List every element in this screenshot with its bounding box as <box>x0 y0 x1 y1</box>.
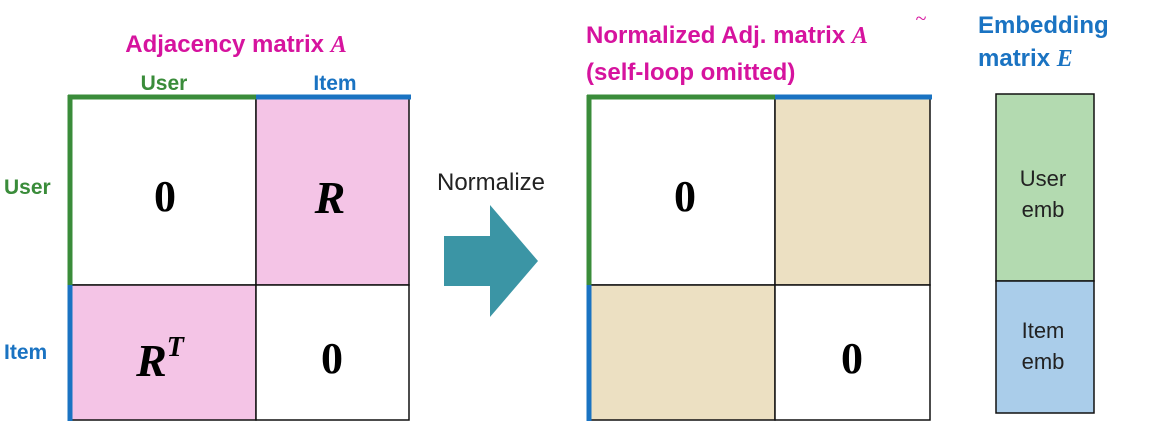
cell-uu-value: 0 <box>154 172 176 221</box>
cell-user-user <box>69 96 257 286</box>
user-emb-label-line2: emb <box>1022 197 1065 222</box>
cell-iu-value: RT <box>135 332 186 386</box>
cell-item-user <box>69 284 257 421</box>
norm-cell-item-user <box>588 284 776 421</box>
row-label-item: Item <box>4 341 47 364</box>
item-emb-label-line2: emb <box>1022 349 1065 374</box>
normalized-title-tilde: ~ <box>916 8 927 30</box>
column-label-user: User <box>141 72 188 95</box>
cell-ii-value: 0 <box>321 334 343 383</box>
right-arrow-icon <box>444 205 538 317</box>
normalized-matrix-title: Normalized Adj. matrix A <box>586 22 868 49</box>
norm-cell-user-item <box>774 96 931 286</box>
item-emb-label-line1: Item <box>1022 318 1065 343</box>
adjacency-matrix-group: Adjacency matrix A User Item User Item 0… <box>4 31 411 421</box>
norm-cell-uu-value: 0 <box>674 172 696 221</box>
adjacency-matrix-title: Adjacency matrix A <box>125 31 346 58</box>
user-embedding-block <box>995 93 1095 282</box>
normalized-matrix-group: Normalized Adj. matrix A ~ (self-loop om… <box>586 8 932 421</box>
cell-item-item <box>255 284 410 421</box>
item-embedding-block <box>995 280 1095 414</box>
user-emb-label-line1: User <box>1020 166 1066 191</box>
cell-user-item <box>255 96 410 286</box>
normalized-matrix-subtitle: (self-loop omitted) <box>586 59 795 86</box>
normalize-arrow-group: Normalize <box>437 169 545 317</box>
normalize-label: Normalize <box>437 169 545 196</box>
norm-cell-ii-value: 0 <box>841 334 863 383</box>
embedding-title-line2: matrix E <box>978 45 1073 72</box>
column-label-item: Item <box>313 72 356 95</box>
embedding-matrix-group: Embedding matrix E User emb Item emb <box>978 12 1109 414</box>
embedding-title-line1: Embedding <box>978 12 1109 39</box>
row-label-user: User <box>4 176 51 199</box>
norm-cell-item-item <box>774 284 931 421</box>
cell-ui-value: R <box>314 172 346 223</box>
